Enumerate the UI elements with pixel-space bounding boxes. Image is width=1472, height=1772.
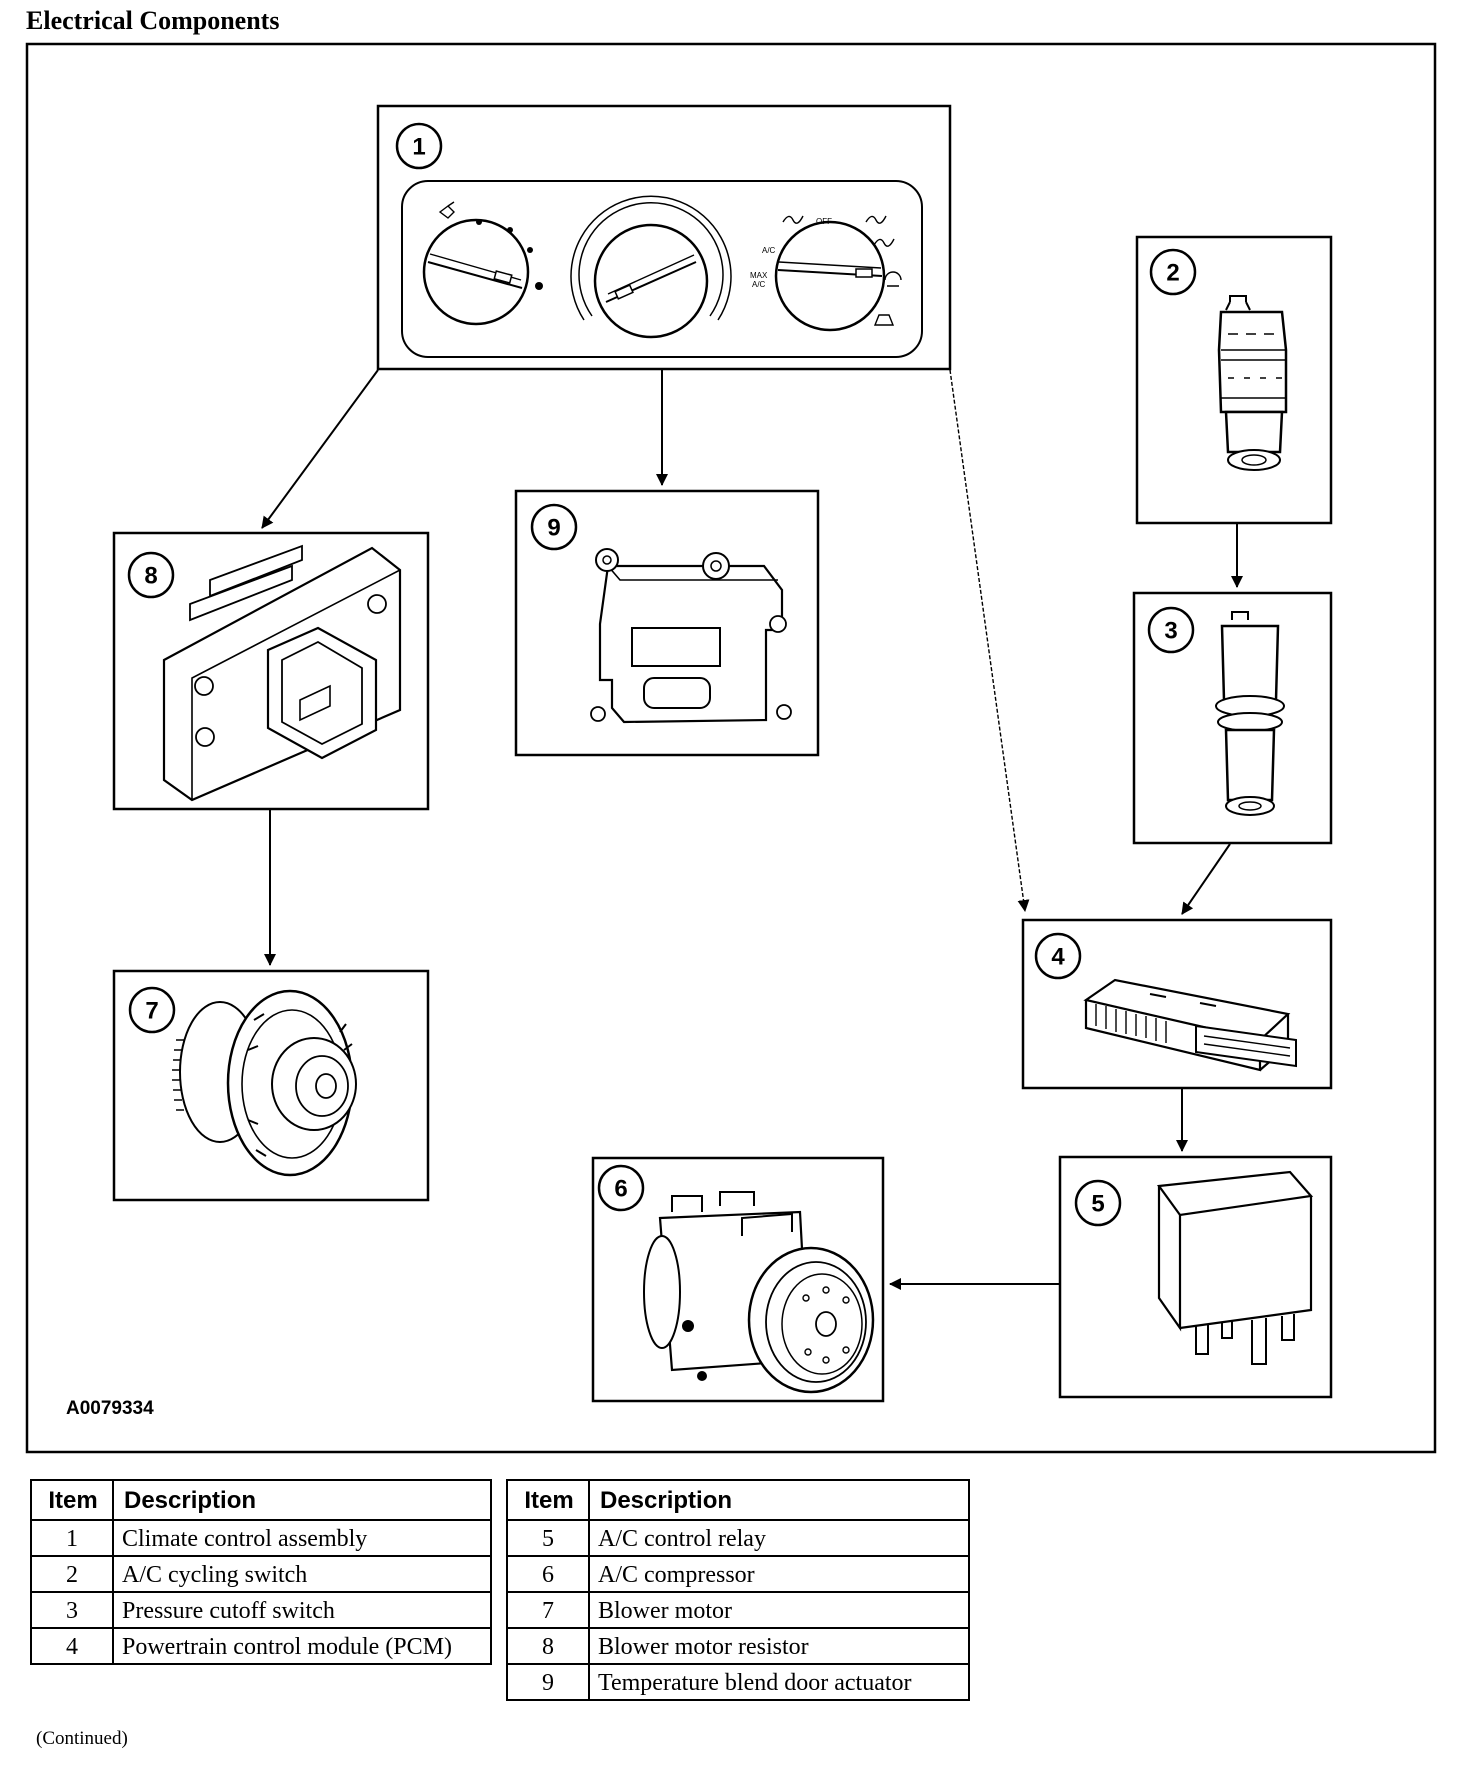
item-description: Pressure cutoff switch [112, 1591, 492, 1629]
callout-2: 2 [1166, 260, 1179, 287]
callout-7: 7 [145, 998, 158, 1025]
table-row: 3 Pressure cutoff switch [30, 1591, 492, 1629]
figure-id: A0079334 [66, 1398, 154, 1419]
table-row: 1 Climate control assembly [30, 1519, 492, 1557]
item-description: A/C compressor [588, 1555, 970, 1593]
item-description: Powertrain control module (PCM) [112, 1627, 492, 1665]
legend-table-left: Item Description 1 Climate control assem… [30, 1479, 492, 1665]
page-title: Electrical Components [26, 6, 280, 35]
item-number: 5 [506, 1519, 590, 1557]
mode-label-off: OFF [816, 217, 832, 226]
table-row: 5 A/C control relay [506, 1519, 970, 1557]
table-row: 9 Temperature blend door actuator [506, 1663, 970, 1701]
item-number: 2 [30, 1555, 114, 1593]
part-2-ac-cycling-switch: 2 [1135, 235, 1333, 525]
header-item: Item [30, 1479, 114, 1521]
part-4-powertrain-control-module: 4 [1021, 918, 1333, 1090]
item-description: A/C control relay [588, 1519, 970, 1557]
flow-arrows [261, 369, 1243, 1290]
table-row: 8 Blower motor resistor [506, 1627, 970, 1665]
mode-label-max: MAX [750, 271, 768, 280]
callout-8: 8 [144, 563, 157, 590]
item-description: Climate control assembly [112, 1519, 492, 1557]
floor-panel-icon [873, 238, 895, 247]
floor-vent-icon [865, 215, 887, 224]
continued-note: (Continued) [36, 1728, 128, 1749]
part-3-pressure-cutoff-switch: 3 [1132, 591, 1333, 845]
callout-9: 9 [547, 515, 560, 542]
table-row: 4 Powertrain control module (PCM) [30, 1627, 492, 1665]
diagram-frame [25, 42, 1437, 1454]
part-6-ac-compressor: 6 [591, 1156, 885, 1403]
item-number: 1 [30, 1519, 114, 1557]
header-item: Item [506, 1479, 590, 1521]
callout-5: 5 [1091, 1191, 1104, 1218]
item-number: 3 [30, 1591, 114, 1629]
callout-6: 6 [614, 1176, 627, 1203]
item-description: Blower motor [588, 1591, 970, 1629]
defrost-floor-icon [884, 271, 902, 287]
part-9-temperature-blend-door-actuator: 9 [514, 489, 820, 757]
fan-icon [438, 201, 455, 219]
callout-1: 1 [412, 134, 425, 161]
item-number: 9 [506, 1663, 590, 1701]
part-1-climate-control-assembly: OFF A/C MAX A/C 1 [376, 104, 952, 371]
table-row: 2 A/C cycling switch [30, 1555, 492, 1593]
callout-3: 3 [1164, 618, 1177, 645]
header-description: Description [112, 1479, 492, 1521]
callout-4: 4 [1051, 944, 1065, 971]
legend-header-row: Item Description [30, 1479, 492, 1521]
item-number: 6 [506, 1555, 590, 1593]
item-number: 8 [506, 1627, 590, 1665]
mode-label-max-ac: A/C [752, 280, 766, 289]
defrost-icon [873, 314, 895, 326]
part-7-blower-motor: 7 [112, 969, 430, 1202]
part-8-blower-motor-resistor: 8 [112, 531, 430, 811]
item-description: Blower motor resistor [588, 1627, 970, 1665]
mode-label-ac: A/C [762, 246, 776, 255]
components-diagram: OFF A/C MAX A/C 1 2 3 [25, 42, 1437, 1454]
panel-vent-icon [782, 215, 804, 224]
item-description: Temperature blend door actuator [588, 1663, 970, 1701]
legend-table-right: Item Description 5 A/C control relay 6 A… [506, 1479, 970, 1701]
part-5-ac-control-relay: 5 [1058, 1155, 1333, 1399]
table-row: 6 A/C compressor [506, 1555, 970, 1593]
table-row: 7 Blower motor [506, 1591, 970, 1629]
item-description: A/C cycling switch [112, 1555, 492, 1593]
item-number: 7 [506, 1591, 590, 1629]
legend-header-row: Item Description [506, 1479, 970, 1521]
item-number: 4 [30, 1627, 114, 1665]
header-description: Description [588, 1479, 970, 1521]
